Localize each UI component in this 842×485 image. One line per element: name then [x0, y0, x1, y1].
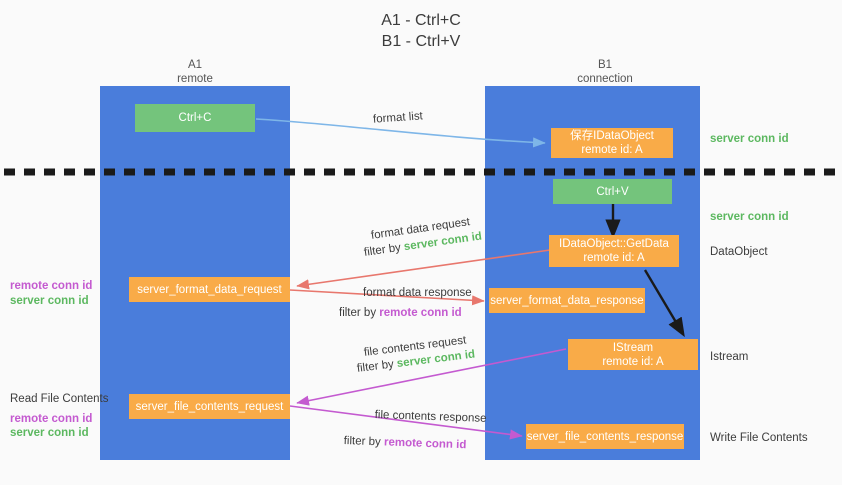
lane-header-a1: A1 remote	[130, 58, 260, 86]
filter-prefix: filter by	[339, 307, 380, 319]
annotation-server-conn-id: server conn id	[10, 294, 89, 307]
filter-value-remote-conn-id: remote conn id	[379, 307, 462, 319]
annotation-remote-conn-id: remote conn id	[10, 280, 93, 292]
lane-header-b1: B1 connection	[540, 58, 670, 86]
flow-label-format-list: format list	[372, 110, 424, 126]
box-ctrl-v[interactable]: Ctrl+V	[553, 179, 672, 204]
box-server-format-data-request-label: server_format_data_request	[137, 283, 282, 296]
box-getdata-line2: remote id: A	[583, 252, 645, 264]
box-server-format-data-response-label: server_format_data_response	[490, 294, 644, 307]
flow-label-format-data-response: format data response	[363, 287, 472, 299]
box-server-file-contents-response[interactable]: server_file_contents_response	[526, 424, 684, 449]
annotation-format-conn-ids: remote conn id server conn id	[10, 279, 92, 308]
box-server-format-data-request[interactable]: server_format_data_request	[129, 277, 290, 302]
box-istream-line2: remote id: A	[602, 355, 664, 368]
annotation-server-conn-id: server conn id	[10, 427, 89, 439]
box-getdata-line1: IDataObject::GetData	[559, 238, 669, 250]
annotation-server-conn-id-top: server conn id	[710, 133, 789, 145]
flow-label-file-contents-response-filter: filter by remote conn id	[343, 433, 467, 453]
box-idataobject-top-line1: 保存IDataObject	[570, 130, 654, 142]
lane-title-a1: A1	[187, 59, 203, 71]
annotation-istream: Istream	[710, 351, 749, 363]
filter-value-remote-conn-id: remote conn id	[383, 436, 467, 452]
box-ctrl-c[interactable]: Ctrl+C	[135, 104, 255, 132]
lane-subtitle-a1: remote	[177, 73, 213, 85]
box-ctrl-v-label: Ctrl+V	[596, 185, 629, 198]
annotation-server-conn-id-mid: server conn id	[710, 211, 789, 223]
filter-prefix: filter by	[343, 434, 385, 449]
lane-subtitle-b1: connection	[577, 73, 633, 85]
flow-label-format-data-response-filter: filter by remote conn id	[339, 305, 462, 321]
annotation-read-file-contents-group: Read File Contents remote conn id server…	[10, 392, 108, 441]
page-title: A1 - Ctrl+C B1 - Ctrl+V	[381, 12, 461, 50]
box-istream-line1: IStream	[612, 341, 654, 354]
lane-title-b1: B1	[597, 59, 613, 71]
flow-label-file-contents-response: file contents response	[374, 408, 487, 425]
box-server-file-contents-request[interactable]: server_file_contents_request	[129, 394, 290, 419]
filter-prefix: filter by	[356, 358, 398, 375]
filter-prefix: filter by	[363, 241, 405, 259]
box-idataobject-top-line2: remote id: A	[581, 144, 643, 156]
box-server-file-contents-response-label: server_file_contents_response	[526, 430, 684, 443]
annotation-read-file-contents: Read File Contents	[10, 393, 109, 405]
box-idataobject-top[interactable]: 保存IDataObject remote id: A	[551, 128, 673, 158]
annotation-write-file-contents: Write File Contents	[710, 432, 808, 444]
annotation-dataobject: DataObject	[710, 246, 768, 258]
box-getdata[interactable]: IDataObject::GetData remote id: A	[549, 235, 679, 267]
box-server-file-contents-request-label: server_file_contents_request	[135, 400, 284, 413]
annotation-remote-conn-id: remote conn id	[10, 412, 93, 425]
divider-dashed-line	[4, 168, 838, 176]
box-server-format-data-response[interactable]: server_format_data_response	[489, 288, 645, 313]
box-ctrl-c-label: Ctrl+C	[178, 112, 212, 124]
box-istream[interactable]: IStream remote id: A	[568, 339, 698, 370]
